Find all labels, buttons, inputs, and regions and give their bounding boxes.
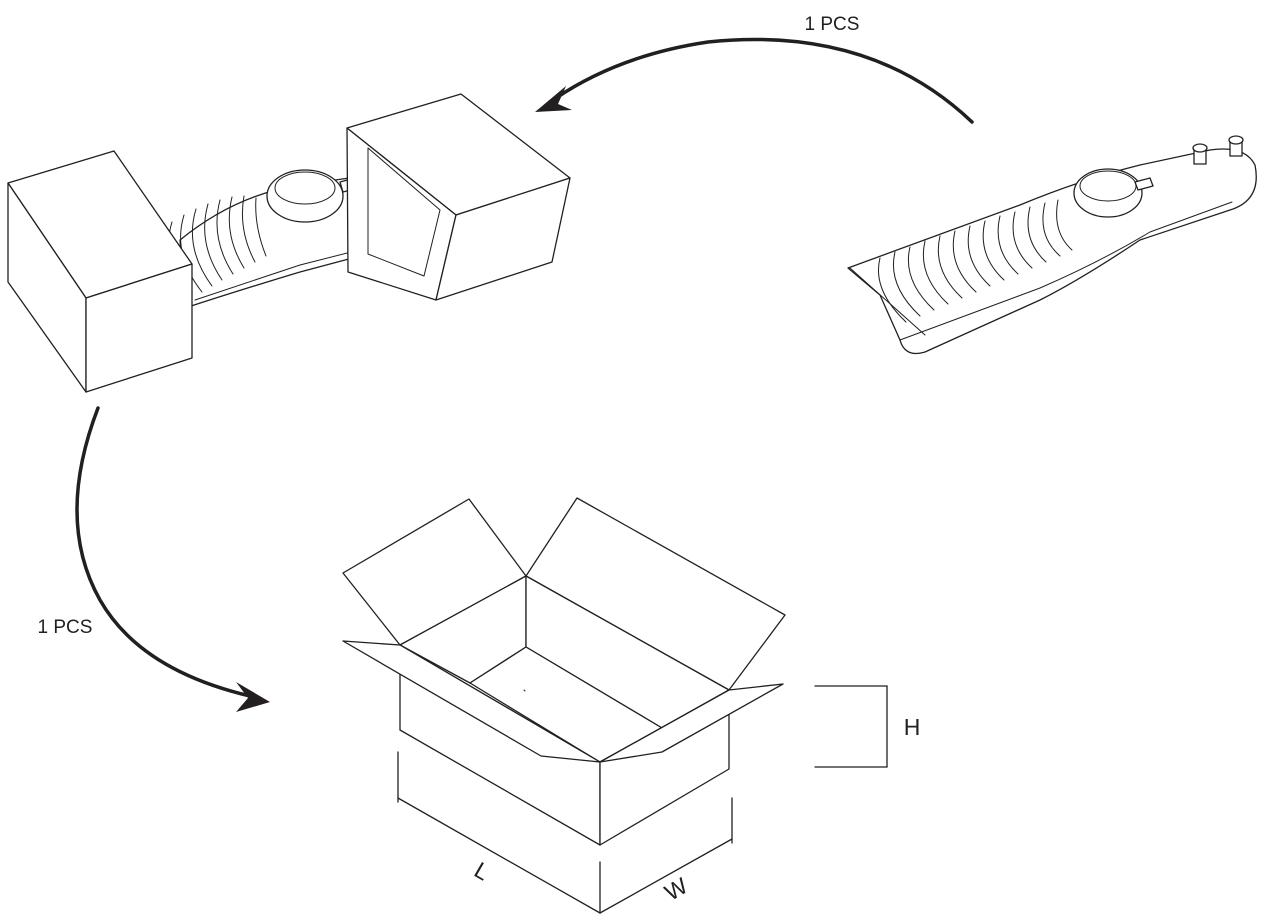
height-dimension: [814, 685, 888, 768]
foam-box-right: [346, 93, 571, 301]
fixture-with-foam-ends: [7, 93, 571, 393]
left-quantity-label: 1 PCS: [38, 617, 93, 638]
foam-box-left: [7, 150, 193, 393]
length-dimension: [397, 751, 601, 914]
length-label: L: [470, 857, 494, 886]
height-label: H: [904, 714, 921, 740]
left-arrow: [75, 406, 270, 712]
street-light-fixture: [847, 135, 1257, 355]
top-arrow: [535, 37, 974, 124]
sensor-dome-left: [266, 169, 344, 223]
front-right-flap: [599, 683, 784, 763]
sensor-dome-right: [1073, 168, 1143, 218]
mounting-bolts: [1192, 135, 1244, 165]
width-dimension: [599, 797, 733, 914]
front-left-flap: [342, 640, 601, 763]
open-carton-box: [342, 497, 786, 846]
heatsink-fins-right: [878, 199, 1073, 323]
top-quantity-label: 1 PCS: [805, 14, 860, 35]
